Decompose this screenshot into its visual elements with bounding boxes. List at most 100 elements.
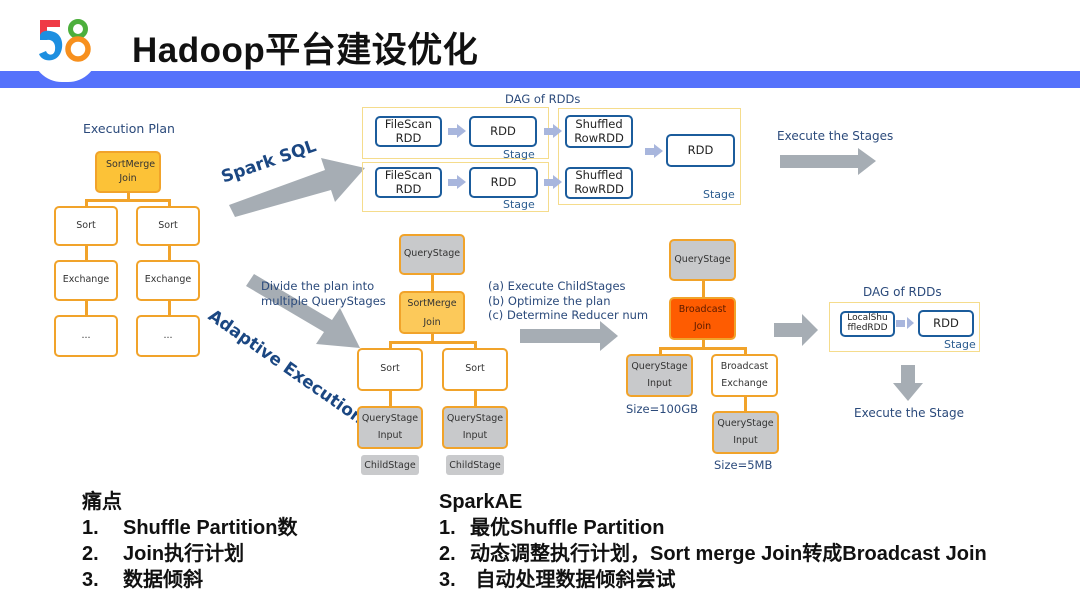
connector — [744, 347, 747, 355]
connector — [474, 391, 477, 407]
logo-58-icon — [36, 16, 94, 66]
item-number: 3. — [82, 569, 99, 591]
node-label: FileScan RDD — [384, 167, 433, 196]
connector — [85, 301, 88, 316]
item-text: Join执行计划 — [123, 543, 245, 565]
stage-label: Stage — [503, 148, 535, 161]
node-label: Sort — [380, 363, 400, 375]
node-label: Sort — [76, 219, 96, 231]
sort-node-ae-right: Sort — [442, 348, 508, 391]
connector — [389, 391, 392, 407]
stage-box-ae — [829, 302, 980, 352]
connector — [431, 275, 434, 292]
spark-ae-item: 3. 自动处理数据倾斜尝试 — [439, 567, 987, 593]
connector — [744, 397, 747, 412]
shuffled-rowrdd-2: Shuffled RowRDD — [565, 167, 633, 199]
spark-sql-arrow-icon — [229, 158, 365, 217]
connector — [389, 341, 475, 344]
broadcast-exchange-node: Broadcast Exchange — [711, 354, 778, 397]
plan-sort-left-node: Sort — [54, 206, 118, 246]
localshuffled-rdd: LocalShu ffledRDD — [840, 311, 895, 337]
rdd-2: RDD — [469, 167, 538, 198]
connector — [389, 341, 392, 349]
small-arrow-icon — [645, 144, 663, 158]
execute-stages-label: Execute the Stages — [777, 129, 894, 143]
connector — [168, 301, 171, 316]
rdd-ae: RDD — [918, 310, 974, 337]
shuffled-rowrdd-1: Shuffled RowRDD — [565, 115, 633, 148]
stage-box-3 — [558, 108, 741, 205]
connector — [702, 281, 705, 298]
filescan-rdd-1: FileScan RDD — [375, 116, 442, 147]
filescan-rdd-2: FileScan RDD — [375, 167, 442, 198]
querystage-input-left: QueryStage Input — [357, 406, 423, 449]
item-text: 数据倾斜 — [123, 569, 203, 591]
step-b: (b) Optimize the plan — [488, 294, 611, 308]
spark-ae-title: SparkAE — [439, 491, 523, 513]
pain-points-list: 痛点 1. Shuffle Partition数 2.Join执行计划 3. 数据倾… — [82, 489, 297, 593]
rdd-3: RDD — [666, 134, 735, 167]
sortmerge-join-node-ae: SortMerge Join — [399, 291, 465, 334]
pain-point-item: 2.Join执行计划 — [82, 541, 297, 567]
node-label: QueryStage Input — [717, 418, 774, 446]
spark-ae-list: SparkAE 1.最优Shuffle Partition 2.动态调整执行计划… — [439, 489, 987, 593]
node-label: Exchange — [62, 274, 110, 286]
stage-label: Stage — [503, 198, 535, 211]
querystage-node-1: QueryStage — [399, 234, 465, 275]
connector — [85, 246, 88, 261]
dag-title-bottom: DAG of RDDs — [863, 285, 942, 299]
spark-ae-item: 1.最优Shuffle Partition — [439, 515, 987, 541]
rdd-1: RDD — [469, 116, 537, 147]
item-number: 1. — [82, 517, 99, 539]
node-label: Sort — [158, 219, 178, 231]
node-label: Broadcast Join — [678, 303, 727, 332]
node-label: QueryStage Input — [631, 361, 688, 389]
small-arrow-icon — [544, 124, 562, 138]
execute-stage-label: Execute the Stage — [854, 406, 964, 420]
item-text: Shuffle Partition数 — [123, 517, 298, 539]
stage-label: Stage — [944, 338, 976, 351]
pain-point-item: 1. Shuffle Partition数 — [82, 515, 297, 541]
node-label: QueryStage — [674, 253, 731, 265]
node-label: QueryStage — [403, 248, 461, 260]
optimize-arrow-icon — [520, 321, 618, 351]
connector — [168, 246, 171, 261]
querystage-input-right: QueryStage Input — [442, 406, 508, 449]
pain-points-title: 痛点 — [82, 491, 122, 513]
plan-exchange-left-node: Exchange — [54, 260, 118, 301]
node-label: LocalShu ffledRDD — [847, 313, 888, 333]
step-a: (a) Execute ChildStages — [488, 279, 626, 293]
plan-sortmerge-join-node: SortMerge Join — [95, 151, 161, 193]
childstage-chip-right: ChildStage — [446, 455, 504, 475]
connector — [86, 199, 170, 202]
execute-stages-arrow-icon — [780, 148, 876, 175]
execution-plan-title: Execution Plan — [83, 121, 175, 136]
size-100gb-label: Size=100GB — [626, 402, 698, 416]
connector — [168, 199, 171, 207]
node-label: Exchange — [144, 274, 192, 286]
header-accent-bar — [0, 71, 1080, 88]
sort-node-ae-left: Sort — [357, 348, 423, 391]
divide-text-line1: Divide the plan into — [261, 279, 375, 293]
dag-title-top: DAG of RDDs — [505, 92, 581, 106]
broadcast-join-node: Broadcast Join — [669, 297, 736, 340]
node-label: QueryStage Input — [446, 413, 504, 441]
node-label: ... — [163, 329, 173, 341]
connector — [431, 334, 434, 342]
step-c: (c) Determine Reducer num — [488, 308, 649, 322]
node-label: Sort — [465, 363, 485, 375]
to-dag-arrow-icon — [774, 314, 818, 346]
item-number: 1. — [439, 517, 456, 539]
item-text: 动态调整执行计划，Sort merge Join转成Broadcast Join — [470, 543, 987, 565]
connector — [702, 340, 705, 348]
node-label: RDD — [933, 315, 959, 330]
node-label: RDD — [687, 142, 714, 157]
plan-exchange-right-node: Exchange — [136, 260, 200, 301]
node-label: ... — [81, 329, 91, 341]
querystage-node-2: QueryStage — [669, 239, 736, 281]
plan-more-right-node: ... — [136, 315, 200, 357]
node-label: RDD — [490, 174, 517, 189]
small-arrow-icon — [448, 175, 466, 189]
small-arrow-icon — [448, 124, 466, 138]
querystage-input-100gb: QueryStage Input — [626, 354, 693, 397]
